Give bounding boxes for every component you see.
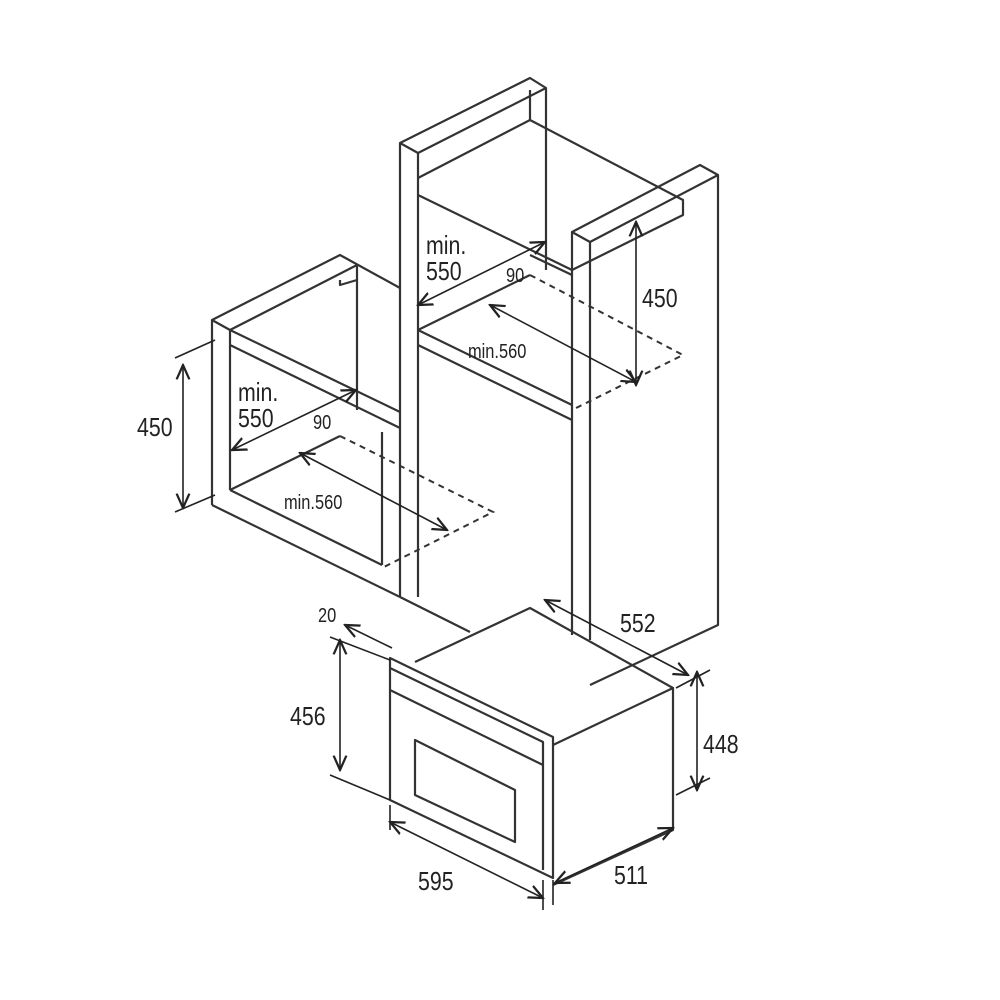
left-height-label: 450 <box>137 412 173 442</box>
upper-height-label: 450 <box>642 283 678 313</box>
left-depth-value: 550 <box>238 403 274 433</box>
left-depth-min-label: min. <box>238 377 279 407</box>
oven-body-depth-label: 511 <box>614 860 648 890</box>
left-gap-label: 90 <box>313 412 332 434</box>
oven-body-height-label: 448 <box>703 729 739 759</box>
upper-depth-min-label: min. <box>426 230 467 260</box>
upper-depth-value: 550 <box>426 256 462 286</box>
oven-front-width-label: 595 <box>418 866 454 896</box>
oven-front-height-label: 456 <box>290 701 326 731</box>
left-width-label: min.560 <box>284 492 343 514</box>
dimension-lines <box>174 222 711 910</box>
upper-gap-label: 90 <box>506 265 525 287</box>
oven-total-depth-label: 552 <box>620 608 656 638</box>
tall-cabinet <box>398 76 720 686</box>
oven-front-thickness-label: 20 <box>318 605 337 627</box>
upper-width-label: min.560 <box>468 341 527 363</box>
